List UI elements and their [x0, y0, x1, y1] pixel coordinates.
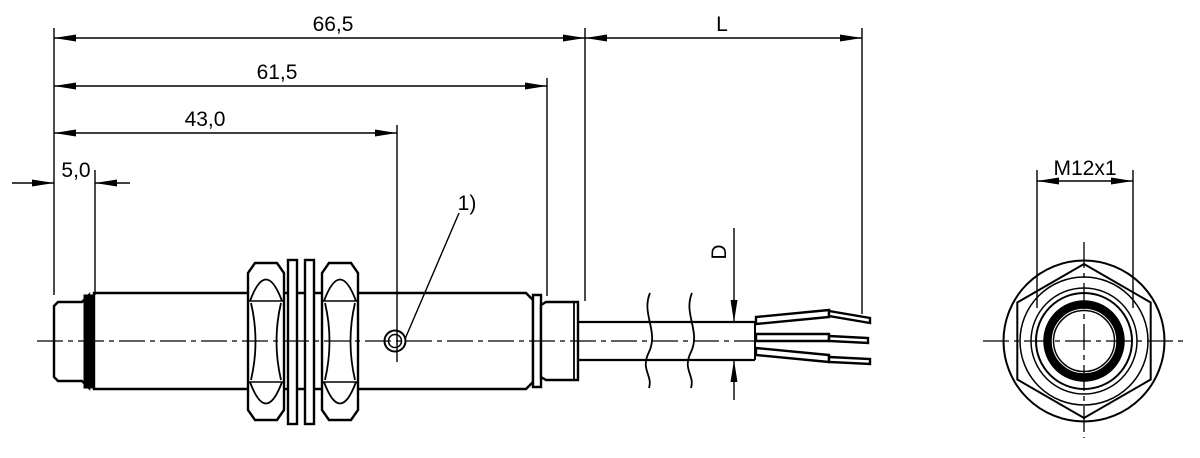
wire-bottom-conductor [827, 355, 872, 366]
dimension-label: M12x1 [1053, 157, 1116, 180]
dimension-label: 43,0 [185, 108, 226, 131]
hex-chamfer-arc [323, 381, 357, 405]
side-view [52, 258, 872, 426]
arrowhead [525, 82, 547, 90]
dimension-43-0: 43,0 [54, 108, 398, 362]
hex-chamfer-arc [323, 278, 357, 302]
arrowhead [840, 34, 862, 42]
wire-top-conductor [827, 309, 872, 325]
dimension-label: 61,5 [257, 61, 298, 84]
dimension-L: L [585, 13, 863, 314]
arrowhead [563, 34, 585, 42]
note-label: 1) [458, 192, 477, 215]
leader-line [404, 212, 460, 340]
dimension-thread: M12x1 [1036, 157, 1134, 308]
arrowhead [54, 82, 76, 90]
arrowhead [585, 34, 607, 42]
dimension-D: D [708, 228, 738, 400]
hex-nut-2 [320, 261, 360, 422]
arrowhead [54, 129, 76, 137]
hex-chamfer-arc [249, 381, 283, 405]
wire-middle-conductor [827, 334, 870, 345]
dimension-label: D [708, 244, 731, 259]
dimension-66-5: 66,5 [53, 13, 586, 301]
break-mark-1 [644, 292, 654, 389]
cable-gland [539, 300, 580, 382]
wire-middle-insulation [754, 332, 831, 343]
arrowhead [1037, 177, 1059, 185]
arrowhead [54, 34, 76, 42]
arrowhead [730, 300, 738, 322]
dimension-label: 5,0 [61, 159, 90, 182]
wires [754, 308, 872, 366]
arrowhead [95, 179, 117, 187]
dimension-label: 66,5 [313, 13, 354, 36]
note-1: 1) [404, 192, 477, 340]
dimension-61-5: 61,5 [54, 61, 548, 296]
dimension-label: L [716, 13, 728, 36]
hex-chamfer-arc [249, 278, 283, 302]
washer-1 [286, 258, 299, 426]
washer-2 [303, 258, 316, 426]
arrowhead [375, 129, 397, 137]
break-mark-2 [686, 292, 696, 389]
arrowhead [730, 360, 738, 382]
dimension-5-0: 5,0 [12, 159, 130, 295]
wire-bottom-insulation [754, 346, 831, 364]
arrowhead [1111, 177, 1133, 185]
hex-chamfer-arc [349, 302, 356, 381]
wire-top-insulation [754, 308, 831, 326]
arrowhead [32, 179, 54, 187]
